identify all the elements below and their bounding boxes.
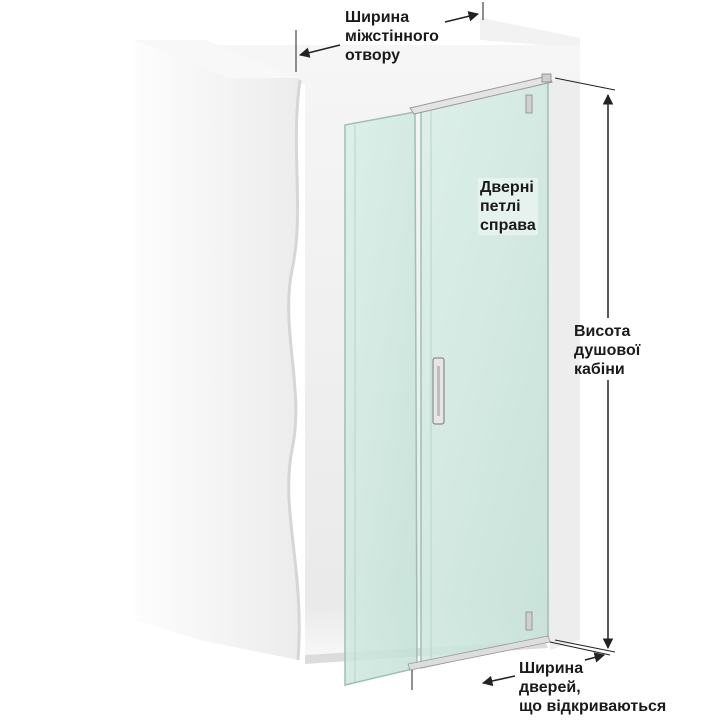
hinges-right-label: Дверні петлі справа bbox=[478, 178, 538, 235]
door-width-label-line-1: Ширина bbox=[519, 660, 584, 677]
door-handle-icon bbox=[432, 357, 445, 425]
door-width-label: Ширина дверей, що відкриваються bbox=[519, 659, 666, 716]
hinge-bottom-icon bbox=[525, 611, 533, 631]
cabin-height-label-line-2: душової bbox=[574, 342, 641, 359]
opening-width-label-line-2: міжстінного bbox=[345, 28, 439, 45]
cabin-height-label-line-1: Висота bbox=[574, 323, 631, 340]
cabin-height-label: Висота душової кабіни bbox=[574, 322, 640, 379]
opening-width-dimension bbox=[295, 2, 484, 72]
top-rail bbox=[409, 73, 553, 115]
hinge-top-icon bbox=[525, 94, 533, 114]
hinges-right-label-line-3: справа bbox=[480, 217, 536, 234]
fixed-glass-panel bbox=[344, 111, 418, 686]
hinges-right-label-line-1: Дверні bbox=[480, 179, 534, 196]
cabin-height-label-line-3: кабіни bbox=[574, 361, 625, 378]
hinges-right-label-line-2: петлі bbox=[480, 198, 521, 215]
opening-width-label: Ширина міжстінного отвору bbox=[345, 8, 439, 65]
door-width-label-line-3: що відкриваються bbox=[519, 698, 667, 715]
cabin-height-dimension bbox=[554, 77, 616, 653]
opening-width-label-line-1: Ширина bbox=[345, 9, 410, 26]
door-width-label-line-2: дверей, bbox=[519, 679, 581, 696]
opening-width-label-line-3: отвору bbox=[345, 47, 401, 64]
door-width-dimension bbox=[411, 641, 611, 690]
left-wall bbox=[135, 40, 302, 661]
